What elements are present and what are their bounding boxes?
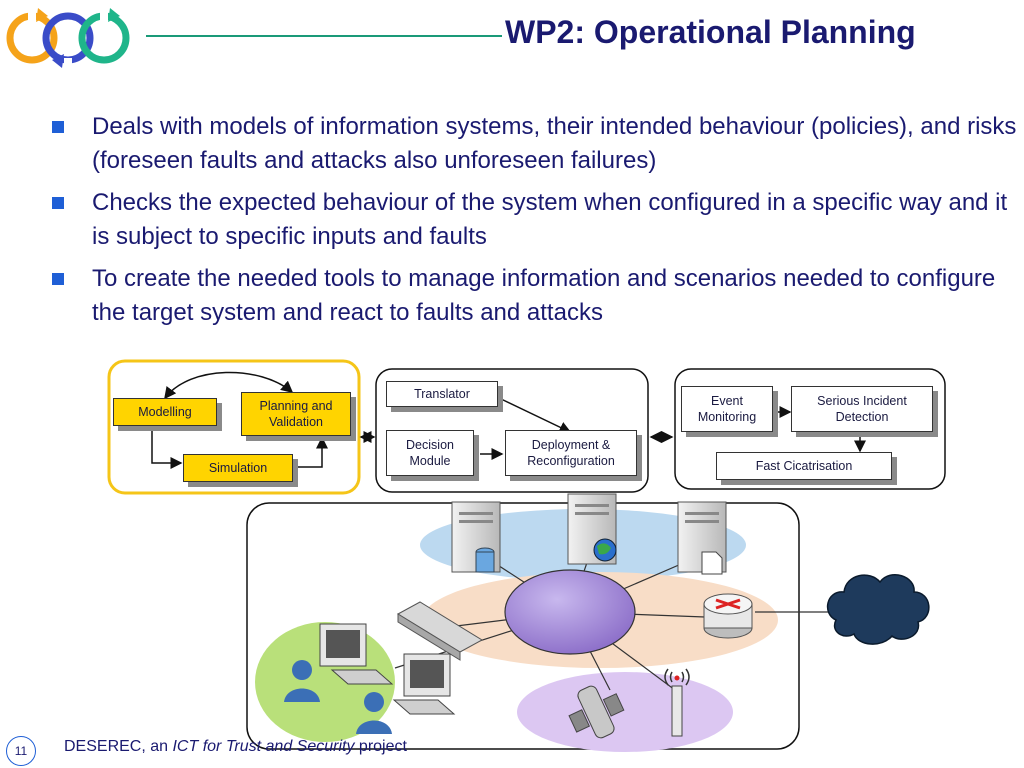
deserec-logo-icon xyxy=(6,8,130,68)
simulation-box: Simulation xyxy=(183,454,293,482)
bullet-square-icon xyxy=(52,121,64,133)
bullet-item: Checks the expected behaviour of the sys… xyxy=(52,186,1017,256)
wireless-antenna-icon xyxy=(664,668,690,737)
deployment-box: Deployment & Reconfiguration xyxy=(505,430,637,476)
router-icon xyxy=(703,593,753,639)
internet-cloud-icon xyxy=(826,574,930,645)
fast-cicatrisation-box: Fast Cicatrisation xyxy=(716,452,892,480)
web-server-icon xyxy=(567,493,617,565)
user-icon xyxy=(284,660,320,702)
user-icon xyxy=(356,692,392,734)
title-rule xyxy=(146,35,502,37)
bullet-text: Checks the expected behaviour of the sys… xyxy=(92,189,1008,250)
network-switch-icon xyxy=(397,601,483,661)
network-hub xyxy=(504,569,636,655)
page-number: 11 xyxy=(6,736,36,766)
event-monitoring-box: Event Monitoring xyxy=(681,386,773,432)
page-title: WP2: Operational Planning xyxy=(505,14,916,50)
footer-prefix: DESEREC, an xyxy=(64,738,173,755)
workstation-icon xyxy=(392,653,456,715)
bullet-text: To create the needed tools to manage inf… xyxy=(92,265,996,326)
planning-validation-box: Planning and Validation xyxy=(241,392,351,436)
serious-incident-box: Serious Incident Detection xyxy=(791,386,933,432)
file-server-icon xyxy=(677,501,727,575)
satellite-icon xyxy=(568,685,625,739)
workstation-icon xyxy=(319,623,394,685)
footer-italic: ICT for Trust and Security xyxy=(172,738,355,755)
translator-box: Translator xyxy=(386,381,498,407)
footer-suffix: project xyxy=(354,738,407,755)
bullet-text: Deals with models of information systems… xyxy=(92,113,1017,174)
footer-text: DESEREC, an ICT for Trust and Security p… xyxy=(64,738,407,756)
bullet-item: To create the needed tools to manage inf… xyxy=(52,262,1017,332)
bullet-square-icon xyxy=(52,197,64,209)
bullet-square-icon xyxy=(52,273,64,285)
bullet-item: Deals with models of information systems… xyxy=(52,110,1017,180)
database-server-icon xyxy=(451,501,501,573)
decision-module-box: Decision Module xyxy=(386,430,474,476)
modelling-box: Modelling xyxy=(113,398,217,426)
